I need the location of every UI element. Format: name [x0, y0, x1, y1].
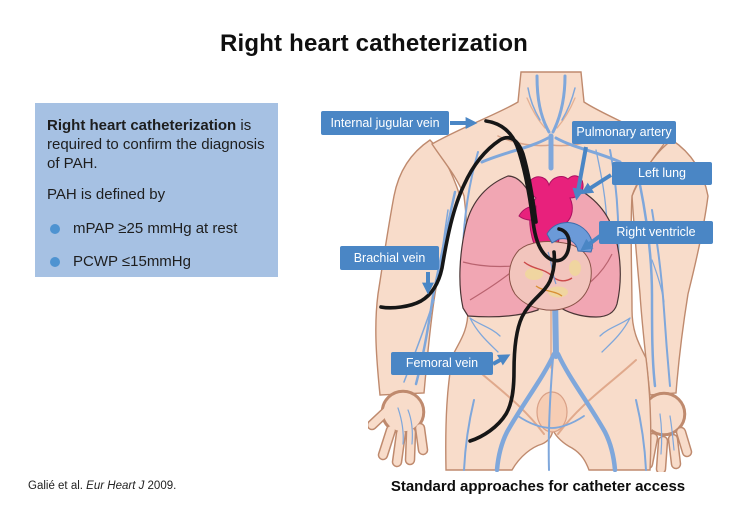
label-internal-jugular-vein: Internal jugular vein — [321, 111, 449, 135]
info-box-definition-intro: PAH is defined by — [47, 186, 166, 203]
bullet-dot-icon — [50, 223, 60, 234]
femoral-catheter — [468, 250, 557, 443]
bullet-item: mPAP ≥25 mmHg at rest — [47, 220, 266, 237]
figure-caption: Standard approaches for catheter access — [390, 478, 686, 495]
citation-journal: Eur Heart J — [86, 480, 145, 492]
citation: Galié et al. Eur Heart J 2009. — [28, 480, 176, 492]
arrow-pulmonary-artery — [572, 146, 588, 201]
info-box-lead: Right heart catheterization is required … — [47, 116, 265, 173]
label-right-ventricle: Right ventricle — [599, 221, 713, 244]
citation-authors: Galié et al. — [28, 480, 87, 492]
label-femoral-vein: Femoral vein — [391, 352, 493, 375]
info-box-lead-rest: is required to confirm the diagnosis of … — [47, 117, 265, 172]
brachial-catheter — [379, 135, 538, 310]
page-title: Right heart catheterization — [219, 30, 529, 57]
bullet-text-pcwp: PCWP ≤15mmHg — [73, 253, 191, 270]
info-box: Right heart catheterization is required … — [35, 103, 278, 277]
label-pulmonary-artery: Pulmonary artery — [572, 121, 676, 144]
left-hand — [368, 389, 429, 468]
label-brachial-vein: Brachial vein — [340, 246, 439, 270]
label-arrows — [422, 117, 613, 366]
arrow-right-ventricle — [580, 234, 602, 251]
citation-year: 2009. — [144, 480, 177, 492]
arrow-left-lung — [580, 173, 613, 195]
bullet-text-mpap: mPAP ≥25 mmHg at rest — [73, 220, 238, 237]
catheters — [379, 119, 571, 443]
bullet-dot-icon — [50, 256, 60, 267]
info-box-lead-bold: Right heart catheterization — [47, 117, 237, 134]
label-left-lung: Left lung — [612, 162, 712, 185]
arrow-femoral-vein — [492, 354, 511, 366]
bullet-item: PCWP ≤15mmHg — [47, 253, 266, 270]
